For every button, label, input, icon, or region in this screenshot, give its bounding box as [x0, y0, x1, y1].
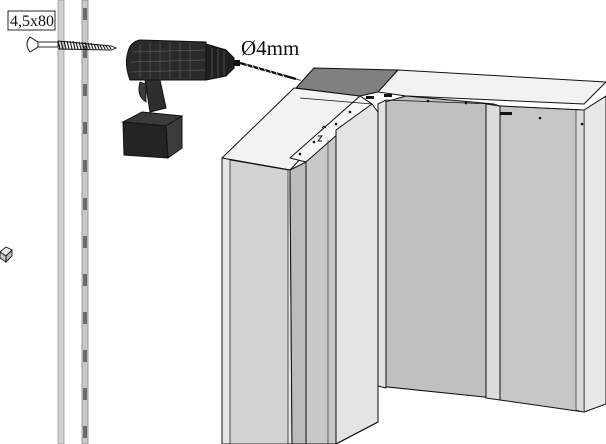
panel-assembly [221, 67, 606, 444]
cordless-drill-icon [121, 39, 240, 159]
screw-icon [26, 36, 118, 53]
screw-size-label: 4,5x80 [7, 10, 56, 31]
screw-size-text: 4,5x80 [10, 13, 54, 30]
bracket-fragment [0, 246, 13, 264]
drill-diameter-label: Ø4mm [241, 36, 299, 60]
hole-markers [298, 94, 584, 156]
wall-post-icon [57, 0, 89, 444]
